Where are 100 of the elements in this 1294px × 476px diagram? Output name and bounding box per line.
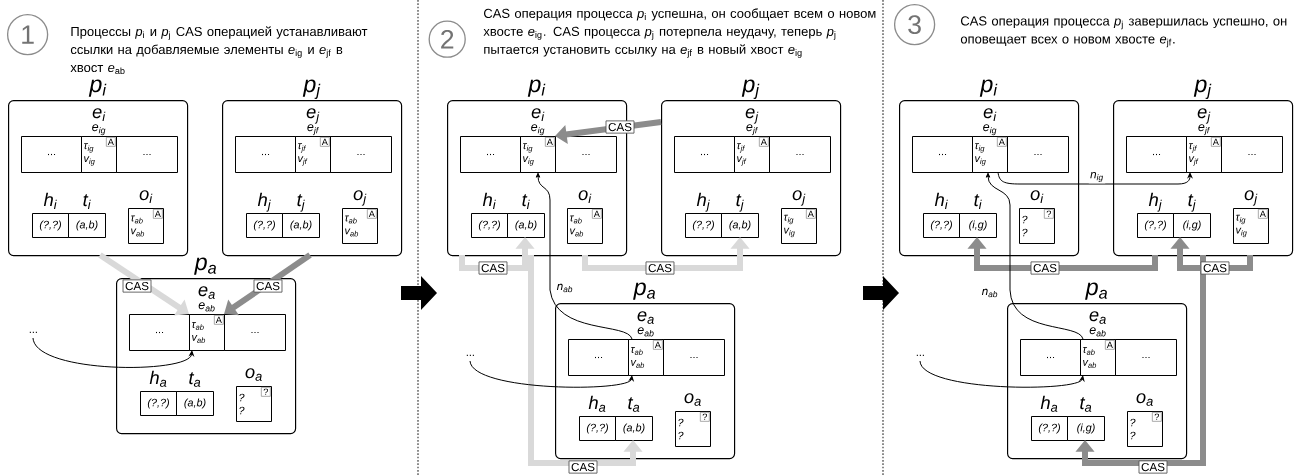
flag-box: ? xyxy=(700,412,710,422)
memory-cell: ... xyxy=(1007,136,1069,173)
register-label: t$_{i}$ xyxy=(522,194,530,209)
element-label: e$_{ig}$ xyxy=(92,124,106,136)
node-label: p$_{i}$ xyxy=(979,79,998,97)
register-cell: (?,?) xyxy=(579,416,616,441)
edge-label: CAS xyxy=(645,261,675,275)
node-label: p$_{i}$ xyxy=(527,79,546,97)
edge-label: CAS xyxy=(253,279,283,293)
register-cell: (?,?) xyxy=(471,213,508,238)
state-label: o$_{a}$ xyxy=(684,393,701,406)
register-label: t$_{a}$ xyxy=(189,372,201,387)
memory-cell: ... xyxy=(1020,339,1081,376)
memory-cell: ... xyxy=(555,136,617,173)
description-text: CAS операция процесса p$_{i}$ успешна, он сообщает всем о новом хвосте e$_{ig}$. CAS процесса p$_{j}$ потерпела неудачу, теперь p$_{j}$ пытается установить ссылку на e$_{jf}$ в новый хвост e$_{ig}$ xyxy=(483,8,876,58)
state-label: o$_{a}$ xyxy=(245,368,262,381)
edge-label: CAS xyxy=(478,261,508,275)
memory-cell: ... xyxy=(1115,339,1177,376)
edge-label: CAS xyxy=(122,279,152,293)
cas-arrow xyxy=(224,252,312,316)
element-label: e$_{ig}$ xyxy=(531,124,545,136)
register-cell: (a,b) xyxy=(615,416,653,441)
memory-cell: ... xyxy=(769,136,831,173)
node-label: p$_{j}$ xyxy=(741,79,760,99)
register-cell: (a,b) xyxy=(176,391,214,416)
flag-box: ? xyxy=(261,387,271,397)
cas-arrow xyxy=(98,252,189,316)
edge-label: CAS xyxy=(1200,261,1230,275)
node-label: p$_{i}$ xyxy=(88,79,107,97)
element-label: e$_{i}$ xyxy=(983,108,997,121)
flag-box: A xyxy=(1258,209,1268,219)
memory-cell: ... xyxy=(663,339,725,376)
element-label: e$_{ab}$ xyxy=(1089,327,1106,337)
node-label: p$_{j}$ xyxy=(302,79,321,99)
edge-label: CAS xyxy=(1138,460,1168,474)
register-cell: (?,?) xyxy=(923,213,960,238)
cas-arrow xyxy=(967,237,1158,271)
register-label: h$_{i}$ xyxy=(934,192,948,209)
register-cell: (?,?) xyxy=(1031,416,1068,441)
memory-cell: ... xyxy=(235,136,296,173)
memory-cell: ... xyxy=(129,314,190,351)
pointer-arrow xyxy=(535,172,633,340)
memory-cell: ... xyxy=(568,339,629,376)
description-text: CAS операция процесса p$_{j}$ завершилась успешно, он оповещает всех о новом хвосте e$_{jf}$. xyxy=(960,16,1287,48)
flag-box: A xyxy=(806,209,816,219)
memory-cell: ... xyxy=(21,136,82,173)
flag-box: A xyxy=(367,209,377,219)
node-label: p$_{j}$ xyxy=(1193,79,1212,99)
state-label: o$_{j}$ xyxy=(1244,190,1258,206)
flag-box: A xyxy=(320,137,330,147)
register-cell: (i,g) xyxy=(959,213,997,238)
element-label: e$_{ab}$ xyxy=(198,302,215,312)
element-label: e$_{ig}$ xyxy=(983,124,997,136)
register-cell: (?,?) xyxy=(246,213,283,238)
node-label: p$_{a}$ xyxy=(194,257,217,275)
state-label: o$_{i}$ xyxy=(1030,190,1044,203)
edge-label: n$_{ab}$ xyxy=(980,287,1000,299)
register-label: h$_{j}$ xyxy=(696,192,710,212)
memory-cell: ... xyxy=(460,136,521,173)
register-cell: (?,?) xyxy=(32,213,69,238)
register-label: t$_{i}$ xyxy=(83,194,91,209)
register-cell: (i,g) xyxy=(1067,416,1105,441)
flag-box: A xyxy=(106,137,116,147)
register-cell: (a,b) xyxy=(68,213,106,238)
element-label: e$_{j}$ xyxy=(1197,108,1211,124)
state-label: o$_{i}$ xyxy=(578,190,592,203)
memory-cell: ... xyxy=(1221,136,1283,173)
memory-cell: ... xyxy=(116,136,178,173)
ellipsis-text: ... xyxy=(466,354,474,356)
element-label: e$_{a}$ xyxy=(1089,311,1106,324)
register-label: t$_{j}$ xyxy=(297,194,305,212)
cas-arrow xyxy=(1075,255,1206,466)
memory-cell: ... xyxy=(224,314,286,351)
flag-box: A xyxy=(545,137,555,147)
element-label: e$_{a}$ xyxy=(198,286,215,299)
element-label: e$_{j}$ xyxy=(306,108,320,124)
register-label: h$_{a}$ xyxy=(1040,395,1058,412)
flag-box: A xyxy=(759,137,769,147)
register-label: h$_{j}$ xyxy=(1148,192,1162,212)
register-label: h$_{j}$ xyxy=(257,192,271,212)
edge-label: CAS xyxy=(568,460,598,474)
register-cell: (?,?) xyxy=(1137,213,1174,238)
register-cell: (?,?) xyxy=(685,213,722,238)
element-label: e$_{jf}$ xyxy=(746,124,758,136)
edge-label: CAS xyxy=(605,120,635,134)
edge-label: n$_{ig}$ xyxy=(1088,170,1106,184)
register-label: t$_{i}$ xyxy=(974,194,982,209)
flag-box: A xyxy=(1105,340,1115,350)
register-label: h$_{i}$ xyxy=(43,192,57,209)
register-label: h$_{i}$ xyxy=(482,192,496,209)
register-cell: (a,b) xyxy=(282,213,320,238)
flag-box: ? xyxy=(1152,412,1162,422)
pointer-arrow xyxy=(985,172,1084,340)
element-label: e$_{ab}$ xyxy=(637,327,654,337)
register-label: t$_{a}$ xyxy=(1080,397,1092,412)
pointer-arrow xyxy=(469,360,634,388)
memory-cell: ... xyxy=(1126,136,1187,173)
flag-box: A xyxy=(214,315,224,325)
element-label: e$_{i}$ xyxy=(92,108,106,121)
node-label: p$_{a}$ xyxy=(633,282,656,300)
